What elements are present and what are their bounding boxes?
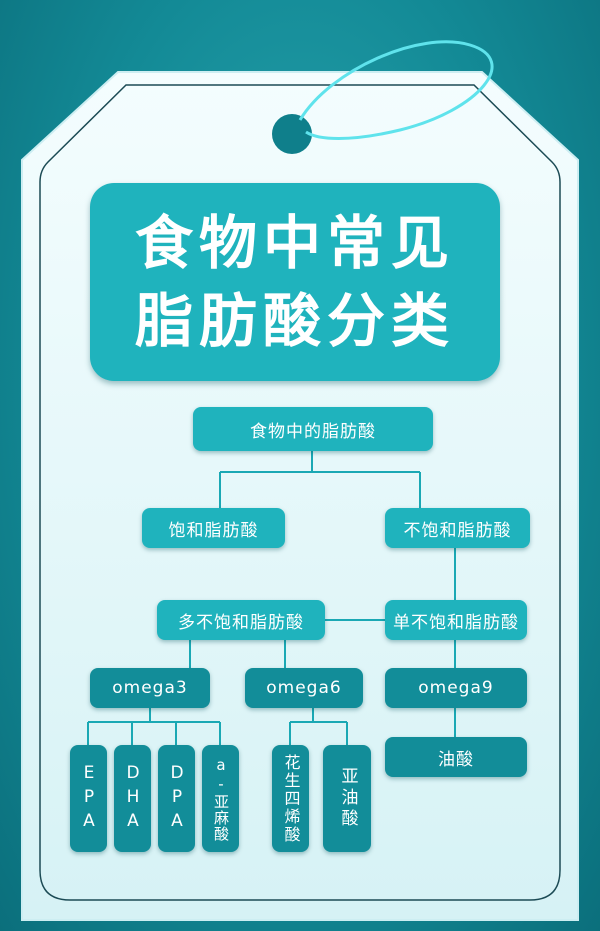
node-polyunsaturated: 多不饱和脂肪酸 bbox=[157, 600, 325, 640]
title-line-1: 食物中常见 bbox=[134, 209, 455, 277]
node-ala: a-亚麻酸 bbox=[202, 745, 239, 852]
tag-string bbox=[298, 40, 494, 140]
node-root: 食物中的脂肪酸 bbox=[193, 407, 433, 451]
node-dpa: DPA bbox=[158, 745, 195, 852]
node-unsaturated: 不饱和脂肪酸 bbox=[385, 508, 530, 548]
node-epa: EPA bbox=[70, 745, 107, 852]
tag-inner-border bbox=[39, 84, 561, 901]
node-omega6: omega6 bbox=[245, 668, 363, 708]
node-monounsaturated: 单不饱和脂肪酸 bbox=[385, 600, 527, 640]
node-arachidonic: 花生四烯酸 bbox=[272, 745, 309, 852]
node-omega9: omega9 bbox=[385, 668, 527, 708]
node-oleic: 油酸 bbox=[385, 737, 527, 777]
node-saturated: 饱和脂肪酸 bbox=[142, 508, 285, 548]
node-linoleic: 亚油酸 bbox=[323, 745, 371, 852]
tag-hole bbox=[272, 114, 312, 154]
title-banner: 食物中常见 脂肪酸分类 bbox=[90, 183, 500, 381]
title-line-2: 脂肪酸分类 bbox=[134, 287, 455, 355]
node-dha: DHA bbox=[114, 745, 151, 852]
node-omega3: omega3 bbox=[90, 668, 210, 708]
